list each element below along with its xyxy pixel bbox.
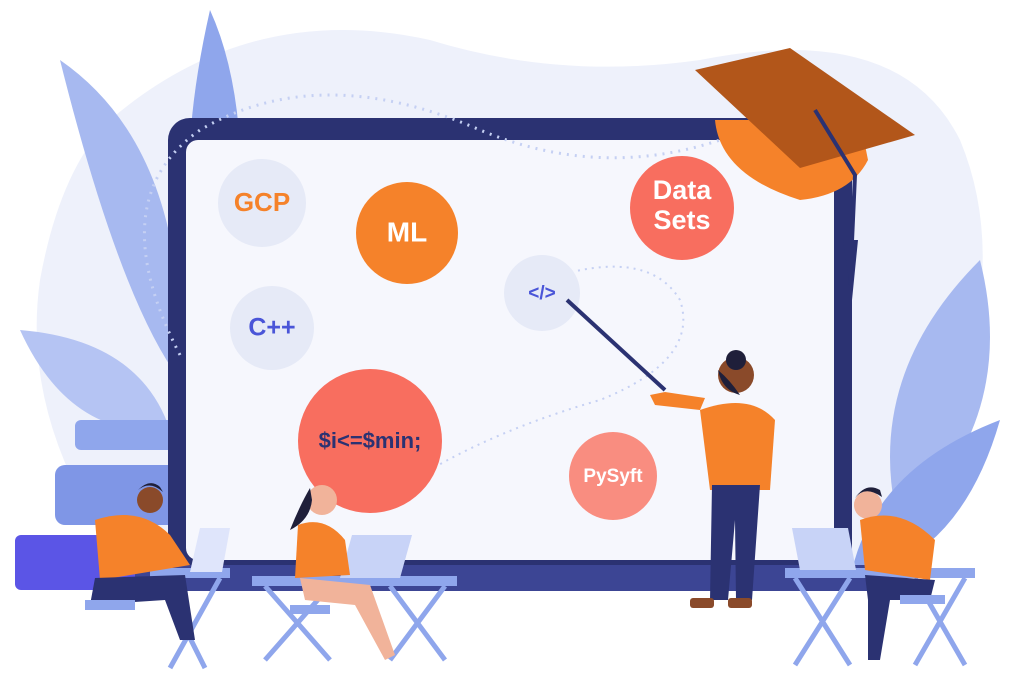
bubble-ml: ML (356, 182, 458, 284)
bubble-datasets-line1: Data (653, 175, 713, 205)
laptop (190, 528, 230, 572)
screen-base (135, 565, 885, 591)
bubble-datasets: Data Sets (630, 156, 734, 260)
leaf (890, 260, 990, 530)
pointer-stick (565, 298, 667, 392)
bubble-code: </> (504, 255, 580, 331)
desk-center (252, 576, 457, 662)
student-right (854, 487, 945, 660)
student-left (85, 483, 195, 640)
book (75, 420, 185, 450)
bubble-code-label: </> (528, 283, 555, 304)
bubble-pysyft: PySyft (569, 432, 657, 520)
bubble-php-label: $i<=$min; (319, 428, 422, 453)
laptop (340, 535, 412, 578)
leaf (60, 60, 181, 380)
teacher-figure (650, 350, 775, 608)
desk-right (785, 568, 975, 667)
student-center (290, 485, 395, 660)
bubble-pysyft-label: PySyft (583, 466, 643, 487)
bubble-gcp-label: GCP (234, 187, 290, 217)
laptop (792, 528, 856, 570)
dotted-path (143, 93, 721, 356)
leaf (20, 330, 170, 431)
bubble-gcp: GCP (218, 159, 306, 247)
bubble-datasets-line2: Sets (653, 205, 710, 235)
dotted-path (369, 265, 685, 511)
bubble-cpp: C++ (230, 286, 314, 370)
bubble-cpp-label: C++ (248, 314, 295, 342)
bubble-ml-label: ML (387, 216, 427, 247)
bubble-php: $i<=$min; (298, 369, 442, 513)
graduation-cap-icon (695, 48, 915, 300)
